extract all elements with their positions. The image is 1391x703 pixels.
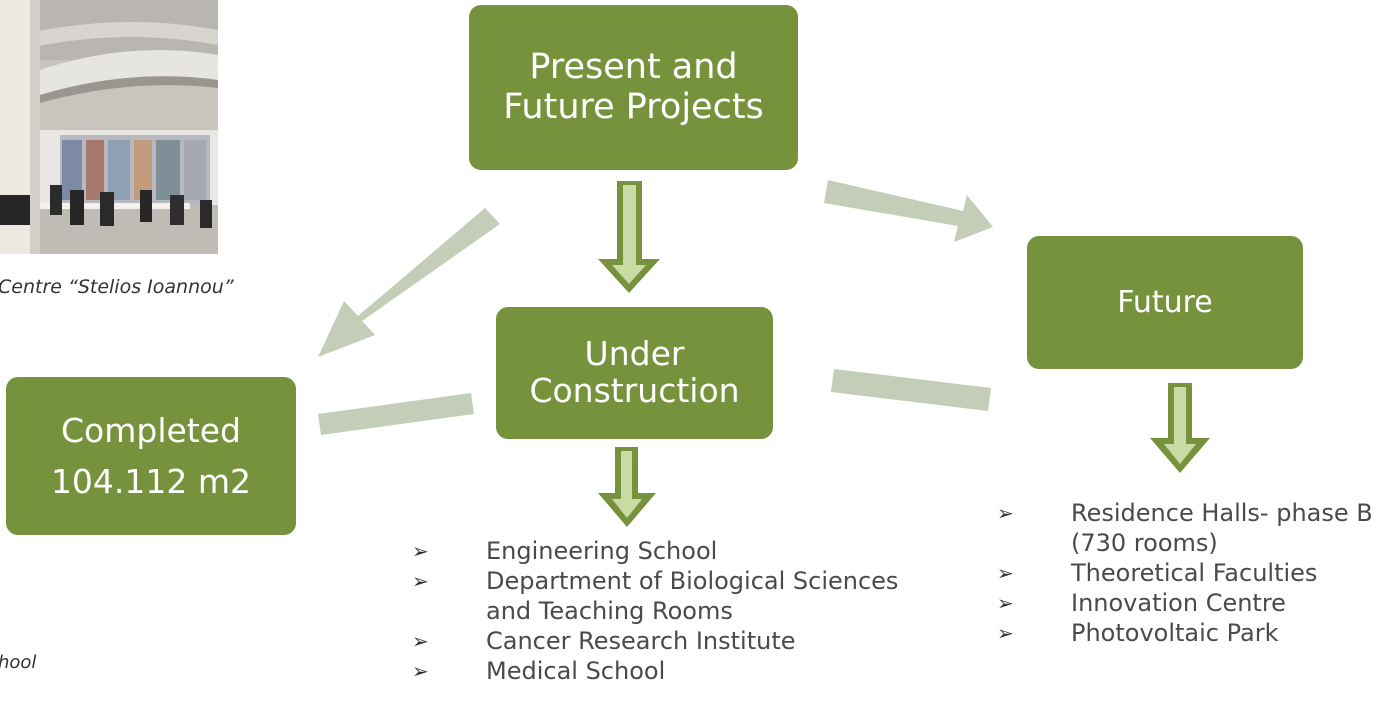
library-photo: [0, 0, 218, 254]
arrow-bullet-icon: ➢: [997, 501, 1014, 525]
list-item-label: Medical School: [486, 657, 666, 685]
list-item-label: Photovoltaic Park: [1071, 619, 1279, 647]
node-under-line-2: Construction: [529, 371, 740, 410]
list-item-label: Cancer Research Institute: [486, 627, 796, 655]
list-item: ➢ Innovation Centre: [985, 588, 1385, 618]
link-completed-under: [318, 393, 474, 435]
arrow-root-to-under: [598, 181, 660, 293]
node-present-and-future-projects: Present and Future Projects: [469, 5, 798, 170]
node-under-line-1: Under: [584, 334, 685, 374]
bottom-caption: hool: [0, 652, 37, 673]
list-item-label: Department of Biological Sciences and Te…: [486, 567, 899, 625]
list-item-label: Theoretical Faculties: [1071, 559, 1318, 587]
future-list: ➢ Residence Halls- phase B (730 rooms) ➢…: [985, 498, 1385, 648]
node-root-line-1: Present and: [529, 47, 738, 88]
arrow-root-to-completed: [318, 208, 500, 357]
node-completed-label: Completed: [61, 410, 241, 450]
list-item-label: Engineering School: [486, 537, 718, 565]
arrow-bullet-icon: ➢: [412, 569, 429, 593]
list-item: ➢ Theoretical Faculties: [985, 558, 1385, 588]
arrow-bullet-icon: ➢: [997, 621, 1014, 645]
list-item-label: Innovation Centre: [1071, 589, 1286, 617]
node-root-line-2: Future Projects: [503, 86, 764, 127]
list-item: ➢ Cancer Research Institute: [400, 626, 940, 656]
list-item-label: Residence Halls- phase B (730 rooms): [1071, 499, 1373, 557]
arrow-future-to-list: [1150, 383, 1210, 473]
node-future-label: Future: [1117, 284, 1213, 320]
under-construction-list: ➢ Engineering School ➢ Department of Bio…: [400, 536, 940, 686]
node-future: Future: [1027, 236, 1303, 369]
list-item: ➢ Engineering School: [400, 536, 940, 566]
list-item: ➢ Medical School: [400, 656, 940, 686]
list-item: ➢ Residence Halls- phase B (730 rooms): [985, 498, 1385, 558]
link-under-future: [831, 369, 991, 411]
list-item: ➢ Department of Biological Sciences and …: [400, 566, 940, 626]
node-completed: Completed 104.112 m2: [6, 377, 296, 535]
node-under-construction: Under Construction: [496, 307, 773, 439]
photo-caption: Centre “Stelios Ioannou”: [0, 276, 234, 298]
arrow-bullet-icon: ➢: [997, 591, 1014, 615]
arrow-bullet-icon: ➢: [412, 659, 429, 683]
arrow-root-to-future: [824, 180, 993, 242]
arrow-bullet-icon: ➢: [412, 539, 429, 563]
list-item: ➢ Photovoltaic Park: [985, 618, 1385, 648]
arrow-bullet-icon: ➢: [412, 629, 429, 653]
arrow-under-to-list: [598, 447, 656, 527]
node-completed-area: 104.112 m2: [50, 462, 252, 501]
arrow-bullet-icon: ➢: [997, 561, 1014, 585]
